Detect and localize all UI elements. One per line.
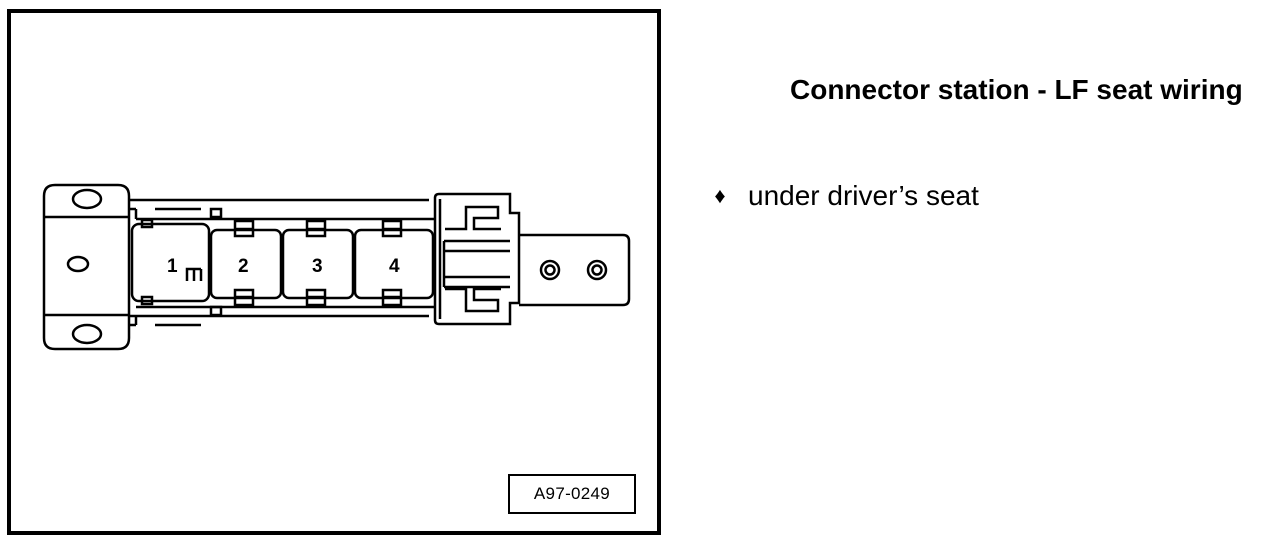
housing-label-3: 3 xyxy=(312,256,323,277)
section-heading: Connector station - LF seat wiring xyxy=(790,74,1243,105)
housing-label-4: 4 xyxy=(389,256,400,277)
mounting-tab xyxy=(519,233,631,307)
connector-station-diagram: 1 2 3 4 xyxy=(42,183,631,351)
connector-housing-3 xyxy=(281,219,355,307)
bullet-text: under driver’s seat xyxy=(748,180,979,211)
housing-label-1: 1 xyxy=(167,256,178,277)
housing-label-2: 2 xyxy=(238,256,249,277)
connector-housing-4 xyxy=(353,219,435,307)
mounting-bracket xyxy=(42,183,131,351)
diamond-bullet-icon: ♦ xyxy=(714,183,726,208)
figure-frame: 1 2 3 4 A97-0249 xyxy=(7,9,661,535)
figure-id-label: A97-0249 xyxy=(508,474,636,514)
connector-rail xyxy=(129,198,436,327)
bullet-item: ♦ under driver’s seat xyxy=(708,180,979,212)
end-cap xyxy=(433,192,521,326)
connector-housing-2 xyxy=(209,219,283,307)
connector-housing-1 xyxy=(130,218,211,306)
